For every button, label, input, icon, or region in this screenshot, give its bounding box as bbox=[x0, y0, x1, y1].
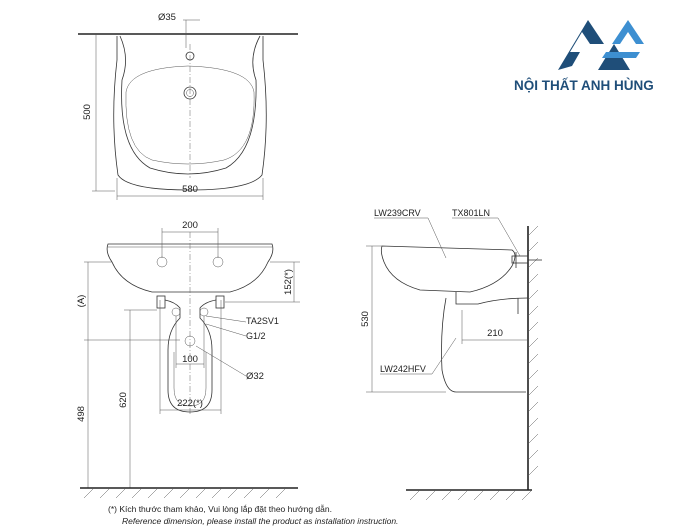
front-height-a: (A) bbox=[76, 295, 87, 308]
label-g12: G1/2 bbox=[246, 331, 266, 341]
front-width-222: 222(*) bbox=[177, 398, 203, 409]
front-height-498: 498 bbox=[76, 406, 87, 422]
top-view: Ø35 500 580 bbox=[78, 12, 298, 200]
top-width-label: 580 bbox=[182, 184, 198, 195]
brand-logo bbox=[558, 20, 644, 70]
label-lw242hfv: LW242HFV bbox=[380, 364, 426, 374]
front-width-100: 100 bbox=[182, 354, 198, 365]
front-height-152: 152(*) bbox=[283, 269, 294, 295]
label-lw239crv: LW239CRV bbox=[374, 208, 421, 218]
side-depth-210: 210 bbox=[487, 328, 503, 339]
side-view: LW239CRV TX801LN 530 210 LW242HFV bbox=[360, 208, 542, 501]
side-height-530: 530 bbox=[360, 311, 371, 327]
brand-name: NỘI THẤT ANH HÙNG bbox=[514, 78, 654, 93]
top-height-label: 500 bbox=[82, 104, 93, 120]
front-height-620: 620 bbox=[118, 392, 129, 408]
front-width-200: 200 bbox=[182, 220, 198, 231]
label-ta2sv1: TA2SV1 bbox=[246, 316, 279, 326]
footnote-vietnamese: (*) Kích thước tham khảo, Vui lòng lắp đ… bbox=[108, 504, 332, 514]
hole-diameter-label: Ø35 bbox=[158, 12, 176, 23]
drain-diameter-label: Ø32 bbox=[246, 371, 264, 382]
footnote-english: Reference dimension, please install the … bbox=[122, 516, 398, 526]
front-view: 200 152(*) (A) TA2SV1 G1/2 Ø32 100 bbox=[76, 220, 300, 499]
label-tx801ln: TX801LN bbox=[452, 208, 490, 218]
